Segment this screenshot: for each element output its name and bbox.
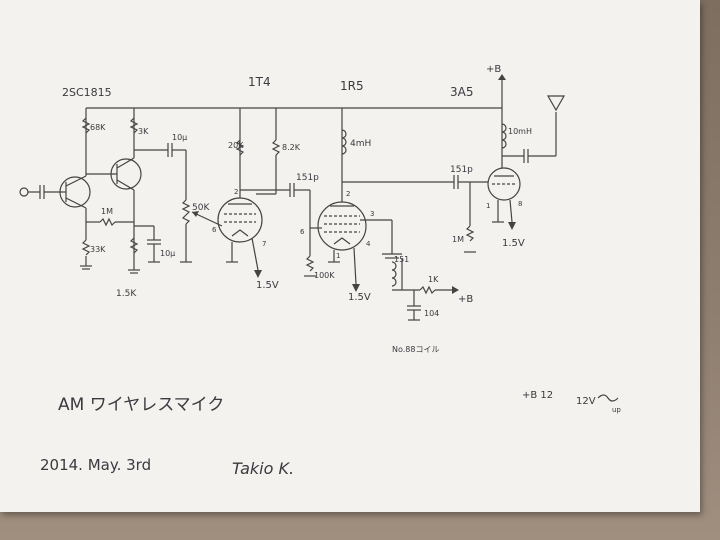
- tube-1t4-symbol: [217, 197, 263, 243]
- label-4mh: 4mH: [350, 139, 371, 149]
- potentiometer-1k: [419, 285, 436, 295]
- transistor-q1-symbol: [59, 176, 91, 208]
- supply-note-up: up: [612, 406, 621, 414]
- label-fil-1: 1.5V: [256, 280, 279, 291]
- pin-4b: 4: [366, 240, 371, 248]
- label-10u-top: 10μ: [172, 133, 187, 142]
- label-fil-3: 1.5V: [502, 238, 525, 249]
- pin-8c: 8: [518, 200, 522, 208]
- label-plus-b-mid: +B: [458, 294, 473, 305]
- resistor-20k: [235, 139, 245, 156]
- paper-sheet: [0, 0, 700, 512]
- label-50k: 50K: [192, 203, 210, 213]
- label-1m-bias: 1M: [101, 207, 113, 216]
- pin-3b: 3: [370, 210, 374, 218]
- signature-text: Takio K.: [232, 459, 294, 478]
- resistor-8-2k: [271, 139, 281, 156]
- label-20k: 20K: [228, 141, 244, 150]
- inductor-10mh: [501, 123, 507, 149]
- pin-7a: 7: [262, 240, 266, 248]
- resistor-1m-grid: [465, 225, 475, 242]
- label-tube1: 1T4: [248, 75, 271, 89]
- label-tube3: 3A5: [450, 85, 473, 99]
- pin-1c: 1: [486, 202, 490, 210]
- microphone-input-symbol: [19, 187, 29, 197]
- resistor-1m-bias: [99, 217, 116, 227]
- date-text: 2014. May. 3rd: [40, 456, 151, 474]
- label-10u-bottom: 10μ: [160, 249, 175, 258]
- resistor-68k: [81, 117, 91, 134]
- tube-3a5-symbol: [487, 167, 521, 201]
- oscillator-coil: [391, 261, 397, 287]
- pin-2b: 2: [346, 190, 350, 198]
- label-3k: 3K: [138, 127, 149, 136]
- resistor-33k: [81, 239, 91, 256]
- label-151p-a: 151p: [296, 173, 319, 183]
- label-1m-grid: 1M: [452, 235, 464, 244]
- resistor-1-5k: [129, 237, 139, 254]
- tilde-mark: [597, 394, 619, 402]
- label-68k: 68K: [90, 123, 106, 132]
- label-8-2k: 8.2K: [282, 143, 301, 152]
- supply-note-voltage: 12V: [576, 396, 596, 407]
- label-104: 104: [424, 309, 439, 318]
- inductor-4mh: [341, 129, 347, 155]
- supply-note: +B 12: [522, 390, 553, 401]
- label-1k: 1K: [428, 275, 439, 284]
- label-supply-top: +B: [486, 64, 501, 75]
- pin-1b: 1: [336, 252, 340, 260]
- pin-6a: 6: [212, 226, 217, 234]
- antenna-icon: [546, 95, 566, 112]
- resistor-100k: [305, 255, 315, 272]
- label-coil-note: No.88コイル: [392, 345, 439, 354]
- resistor-3k: [129, 117, 139, 134]
- potentiometer-50k: [181, 199, 191, 225]
- label-151p-b: 151p: [450, 165, 473, 175]
- label-10mh: 10mH: [508, 127, 532, 136]
- label-100k: 100K: [314, 271, 335, 280]
- label-tube2: 1R5: [340, 79, 364, 93]
- pin-2a: 2: [234, 188, 238, 196]
- supply-arrow: [498, 74, 506, 80]
- label-fil-2: 1.5V: [348, 292, 371, 303]
- pin-6b: 6: [300, 228, 305, 236]
- title-text: AM ワイヤレスマイク: [58, 395, 224, 415]
- tube-1r5-symbol: [317, 201, 367, 251]
- label-1-5k: 1.5K: [116, 289, 137, 299]
- label-33k: 33K: [90, 245, 106, 254]
- label-151: 151: [394, 255, 409, 264]
- label-transistor: 2SC1815: [62, 86, 112, 99]
